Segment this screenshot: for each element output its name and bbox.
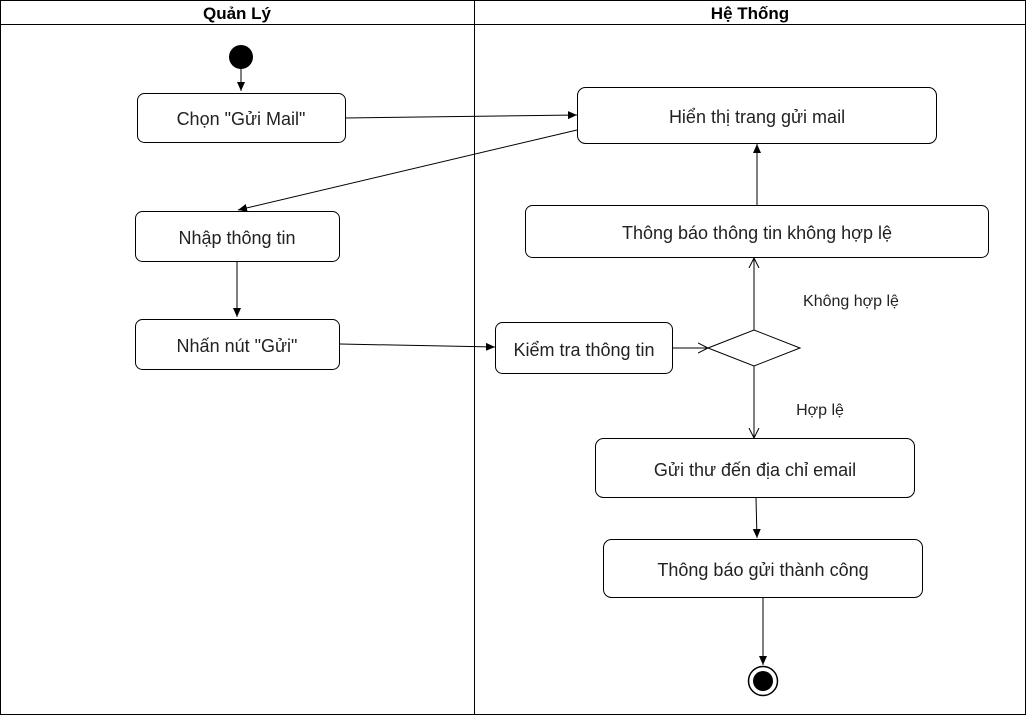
activity-check-info-box (495, 322, 673, 374)
activity-notify-success: Thông báo gửi thành công (603, 539, 923, 598)
activity-notify-invalid: Thông báo thông tin không hợp lệ (525, 205, 989, 258)
guard-valid-label: Hợp lệ (796, 402, 844, 419)
activity-notify-invalid-box (525, 205, 989, 258)
activity-send-email: Gửi thư đến địa chỉ email (595, 438, 915, 498)
activity-send-email-label: Gửi thư đến địa chỉ email (654, 460, 856, 480)
lane-system-title: Hệ Thống (711, 4, 789, 23)
activity-check-info: Kiểm tra thông tin (495, 322, 673, 374)
activity-show-mail-page: Hiển thị trang gửi mail (577, 87, 937, 144)
activity-press-send: Nhấn nút "Gửi" (135, 319, 340, 370)
edge-show-page-to-enter-info (237, 129, 578, 212)
activity-press-send-label: Nhấn nút "Gửi" (177, 336, 298, 356)
activity-enter-info: Nhập thông tin (135, 211, 340, 262)
activity-send-email-box (595, 438, 915, 498)
activity-notify-invalid-label: Thông báo thông tin không hợp lệ (622, 223, 892, 243)
edges (233, 69, 767, 665)
lane-manager-title: Quản Lý (203, 4, 272, 23)
guard-invalid-label: Không hợp lệ (803, 293, 899, 310)
activity-press-send-box (135, 319, 340, 370)
activity-show-mail-page-box (577, 87, 937, 144)
activity-choose-send-mail: Chọn "Gửi Mail" (137, 93, 346, 143)
edge-press-send-to-check (339, 342, 496, 351)
activity-enter-info-box (135, 211, 340, 262)
activity-notify-success-label: Thông báo gửi thành công (657, 560, 868, 580)
activity-show-mail-page-label: Hiển thị trang gửi mail (669, 107, 845, 127)
edge-send-email-to-success (752, 497, 761, 539)
activity-enter-info-label: Nhập thông tin (178, 228, 295, 248)
initial-node (229, 45, 253, 69)
decision-node (706, 329, 802, 367)
final-node (747, 665, 779, 697)
final-node-core (753, 671, 773, 691)
edge-choose-to-show-page (344, 111, 578, 120)
activity-choose-send-mail-box (137, 93, 346, 143)
activity-check-info-label: Kiểm tra thông tin (513, 340, 654, 360)
activity-choose-send-mail-label: Chọn "Gửi Mail" (177, 109, 306, 129)
activity-notify-success-box (603, 539, 923, 598)
